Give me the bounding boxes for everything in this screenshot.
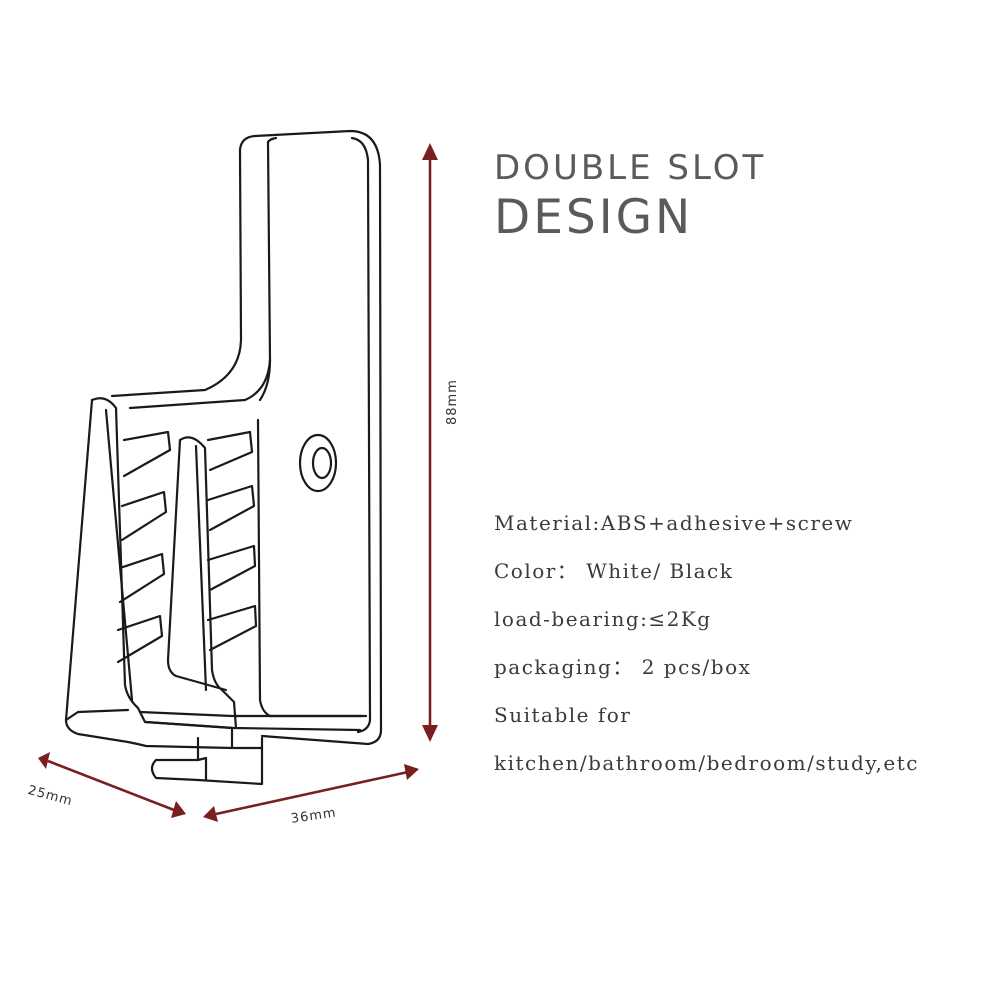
front-wall-inner xyxy=(104,408,134,702)
bottom-clip xyxy=(150,736,264,786)
heading-line-1: DOUBLE SLOT xyxy=(494,148,767,188)
front-slat-2 xyxy=(120,490,168,542)
front-wall-left-face xyxy=(64,398,234,750)
rear-slat-2 xyxy=(206,484,256,532)
spec-color: Color： White/ Black xyxy=(494,559,734,583)
plate-step-inner xyxy=(128,358,272,410)
bottom-clip-edge xyxy=(230,726,264,750)
plate-step-curve xyxy=(110,148,243,398)
rear-slat-1 xyxy=(206,430,254,472)
spec-material: Material:ABS+adhesive+screw xyxy=(494,511,854,535)
height-dimension-label: 88mm xyxy=(445,379,460,425)
back-plate-inner-right xyxy=(350,136,372,734)
slot-floor xyxy=(138,710,368,718)
spec-list: Material:ABS+adhesive+screw Color： White… xyxy=(494,505,919,793)
front-wall-bottom-edge xyxy=(64,708,130,722)
divider-inner xyxy=(194,444,208,692)
screw-hole-inner xyxy=(311,446,333,480)
bottom-clip-inner xyxy=(196,756,208,782)
back-plate-outline xyxy=(238,129,383,746)
rear-slat-4 xyxy=(206,604,258,652)
width-arrow xyxy=(203,764,419,822)
front-slat-4 xyxy=(116,614,164,664)
spec-load-bearing: load-bearing:≤2Kg xyxy=(494,607,712,631)
front-wall-outline xyxy=(90,397,234,730)
spec-rooms: kitchen/bathroom/bedroom/study,etc xyxy=(494,751,919,775)
rear-slat-3 xyxy=(206,544,257,592)
spec-packaging: packaging： 2 pcs/box xyxy=(494,655,752,679)
spec-suitable-for: Suitable for xyxy=(494,703,632,727)
heading-line-2: DESIGN xyxy=(494,190,694,245)
depth-arrow xyxy=(38,752,186,818)
back-plate-inner-left-top xyxy=(266,136,278,144)
slot-floor-front xyxy=(144,720,362,732)
front-slat-1 xyxy=(122,430,172,478)
height-arrow xyxy=(422,143,438,742)
divider-left-face xyxy=(166,438,228,692)
front-slat-3 xyxy=(118,552,166,604)
screw-hole-outer xyxy=(298,433,338,493)
